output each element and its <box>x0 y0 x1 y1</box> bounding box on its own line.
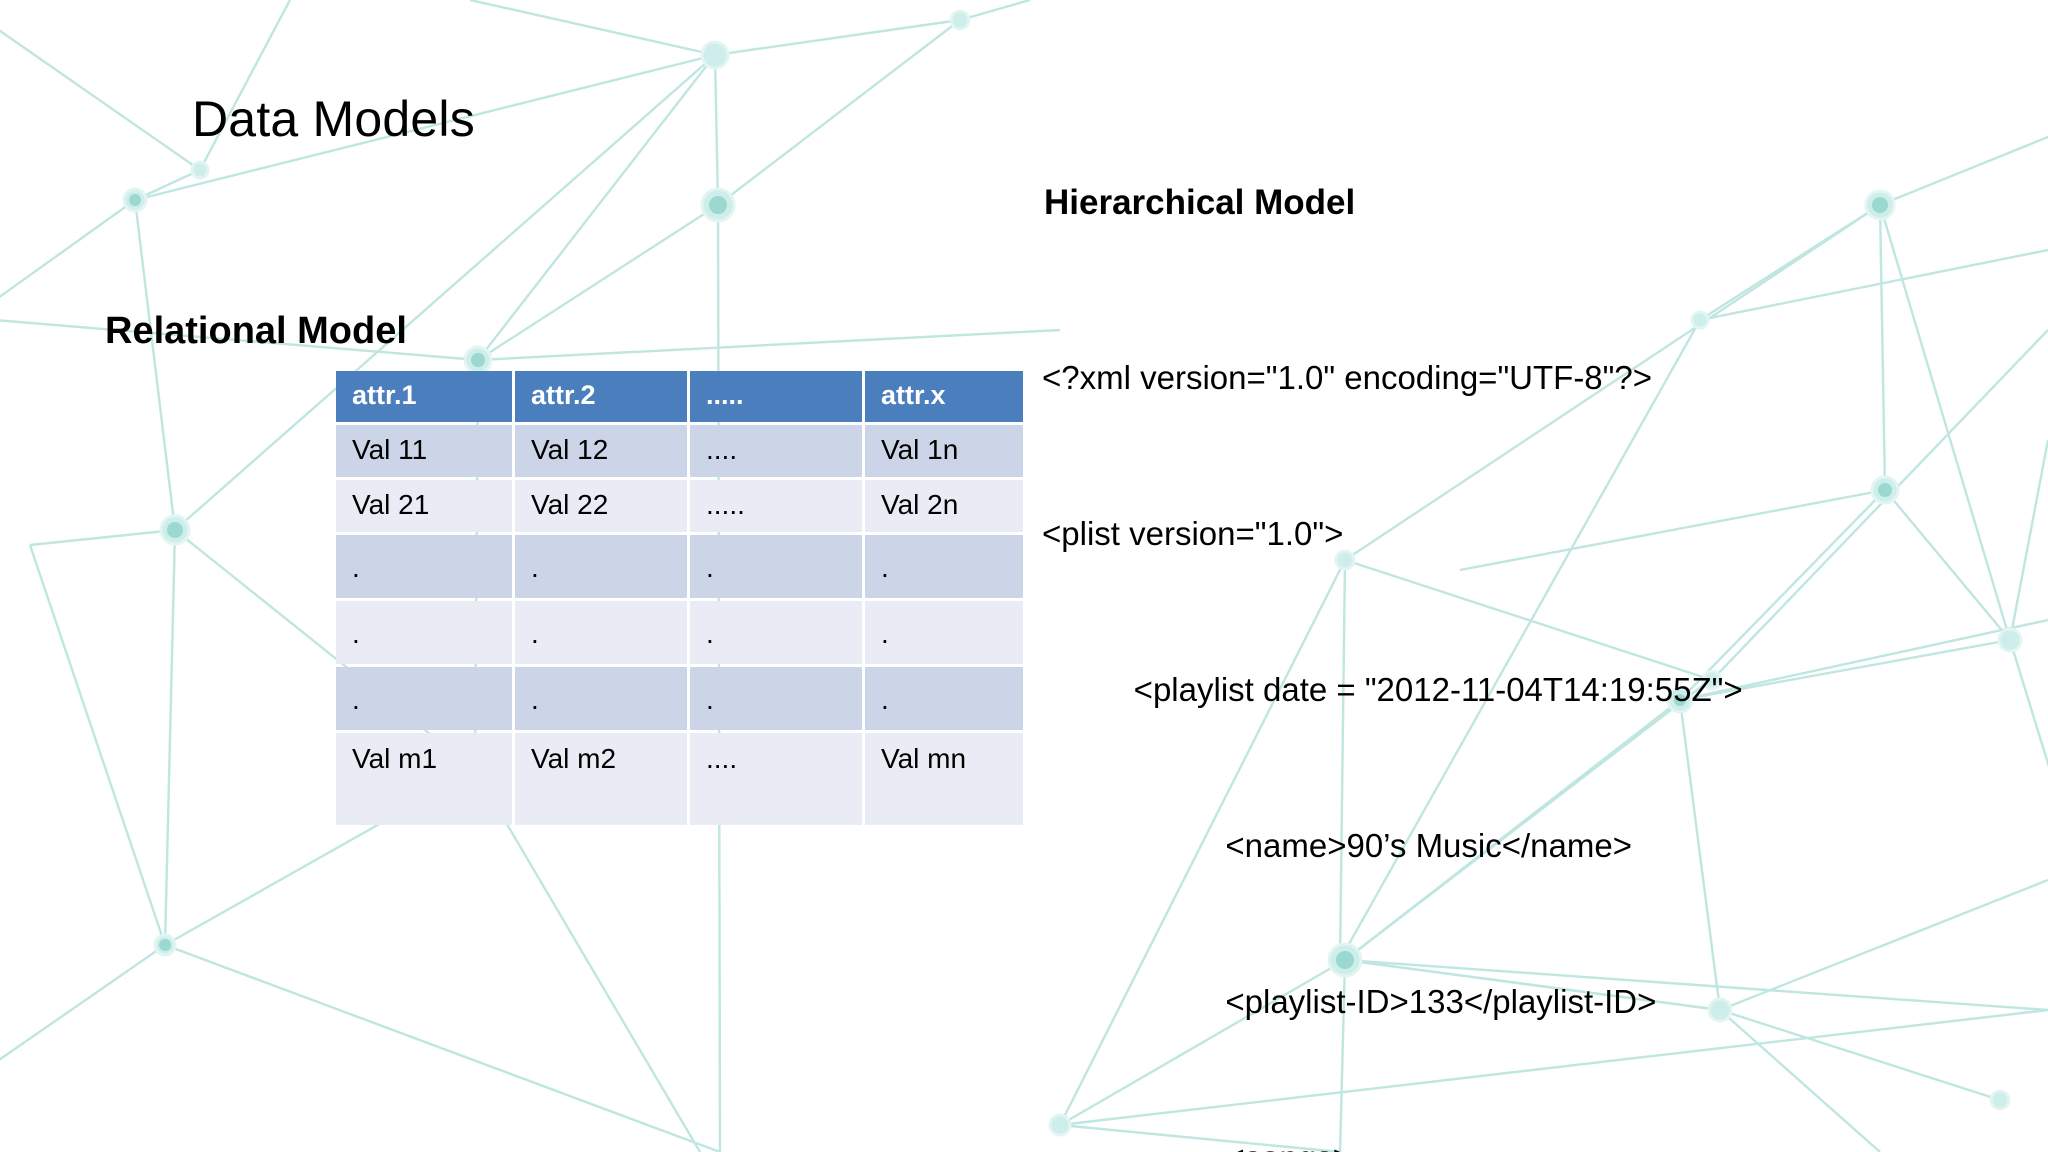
column-header-attr-x: attr.x <box>865 371 1023 422</box>
table-row: Val m1 Val m2 .... Val mn <box>336 733 1023 825</box>
column-header-ellipsis: ..... <box>690 371 862 422</box>
page-title: Data Models <box>192 91 475 147</box>
table-cell: . <box>865 667 1023 730</box>
table-cell: Val 11 <box>336 425 512 477</box>
xml-line: <playlist date = "2012-11-04T14:19:55Z"> <box>1042 671 1743 708</box>
xml-line: <songs> <box>1042 1132 1743 1152</box>
table-cell: .... <box>690 425 862 477</box>
table-cell: Val 21 <box>336 480 512 532</box>
table-cell: Val 1n <box>865 425 1023 477</box>
table-cell: . <box>690 535 862 598</box>
relational-model-heading: Relational Model <box>105 310 407 352</box>
table-cell: . <box>515 601 687 664</box>
table-row: Val 21 Val 22 ..... Val 2n <box>336 480 1023 532</box>
table-cell: .... <box>690 733 862 825</box>
table-cell: Val m2 <box>515 733 687 825</box>
table-cell: . <box>690 667 862 730</box>
xml-line: <playlist-ID>133</playlist-ID> <box>1042 983 1657 1020</box>
table-cell: ..... <box>690 480 862 532</box>
table-row: . . . . <box>336 601 1023 664</box>
table-cell: . <box>865 535 1023 598</box>
xml-line: <name>90’s Music</name> <box>1042 827 1633 864</box>
table-cell: . <box>515 535 687 598</box>
table-cell: Val 22 <box>515 480 687 532</box>
table-row: Val 11 Val 12 .... Val 1n <box>336 425 1023 477</box>
hierarchical-model-heading: Hierarchical Model <box>1044 183 1356 222</box>
xml-line: <plist version="1.0"> <box>1042 515 1344 552</box>
table-cell: Val 2n <box>865 480 1023 532</box>
table-cell: Val m1 <box>336 733 512 825</box>
table-row: . . . . <box>336 667 1023 730</box>
table-cell: Val mn <box>865 733 1023 825</box>
table-cell: . <box>336 601 512 664</box>
relational-model-table: attr.1 attr.2 ..... attr.x Val 11 Val 12… <box>333 368 1026 828</box>
table-header-row: attr.1 attr.2 ..... attr.x <box>336 371 1023 422</box>
table-cell: . <box>865 601 1023 664</box>
column-header-attr-2: attr.2 <box>515 371 687 422</box>
table-cell: . <box>690 601 862 664</box>
hierarchical-model-xml-listing: <?xml version="1.0" encoding="UTF-8"?> <… <box>1042 248 1743 1152</box>
column-header-attr-1: attr.1 <box>336 371 512 422</box>
table-cell: Val 12 <box>515 425 687 477</box>
table-cell: . <box>336 535 512 598</box>
table-row: . . . . <box>336 535 1023 598</box>
table-cell: . <box>515 667 687 730</box>
table-cell: . <box>336 667 512 730</box>
xml-line: <?xml version="1.0" encoding="UTF-8"?> <box>1042 359 1653 396</box>
